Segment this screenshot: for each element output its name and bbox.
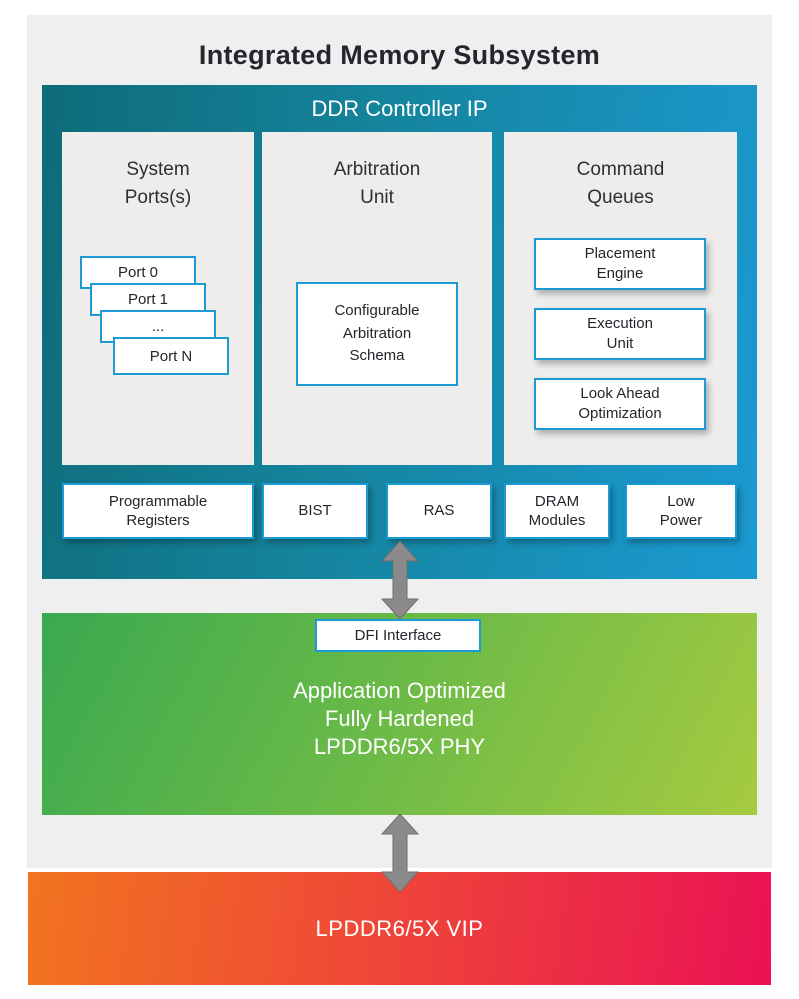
system-ports-title: System Ports(s) bbox=[124, 159, 192, 208]
programmable-registers-box: Programmable Registers bbox=[62, 483, 254, 539]
look-ahead-box: Look Ahead Optimization bbox=[534, 378, 706, 430]
command-queues-panel: Command Queues Placement Engine Executio… bbox=[504, 132, 737, 465]
vip-label: LPDDR6/5X VIP bbox=[315, 915, 484, 941]
ddr-controller-title: DDR Controller IP bbox=[311, 96, 488, 121]
ddr-controller-block: DDR Controller IP System Ports(s) Port 0… bbox=[42, 85, 757, 579]
arbitration-schema-box: Configurable Arbitration Schema bbox=[296, 282, 458, 386]
low-power-box: Low Power bbox=[625, 483, 737, 539]
ras-box: RAS bbox=[386, 483, 492, 539]
bidirectional-arrow-icon bbox=[380, 541, 420, 619]
placement-engine-box: Placement Engine bbox=[534, 238, 706, 290]
dram-modules-box: DRAM Modules bbox=[504, 483, 610, 539]
phy-label: Application Optimized Fully Hardened LPD… bbox=[293, 678, 506, 760]
arbitration-unit-title: Arbitration Unit bbox=[333, 159, 421, 208]
bist-box: BIST bbox=[262, 483, 368, 539]
diagram-title: Integrated Memory Subsystem bbox=[198, 40, 601, 70]
port-card: Port N bbox=[113, 337, 229, 375]
phy-block: DFI Interface Application Optimized Full… bbox=[42, 613, 757, 815]
system-ports-panel: System Ports(s) Port 0 Port 1 ... Port N bbox=[62, 132, 254, 465]
dfi-interface-box: DFI Interface bbox=[315, 619, 481, 652]
bidirectional-arrow-icon bbox=[380, 814, 420, 892]
arbitration-unit-panel: Arbitration Unit Configurable Arbitratio… bbox=[262, 132, 492, 465]
command-queues-title: Command Queues bbox=[576, 159, 665, 208]
execution-unit-box: Execution Unit bbox=[534, 308, 706, 360]
